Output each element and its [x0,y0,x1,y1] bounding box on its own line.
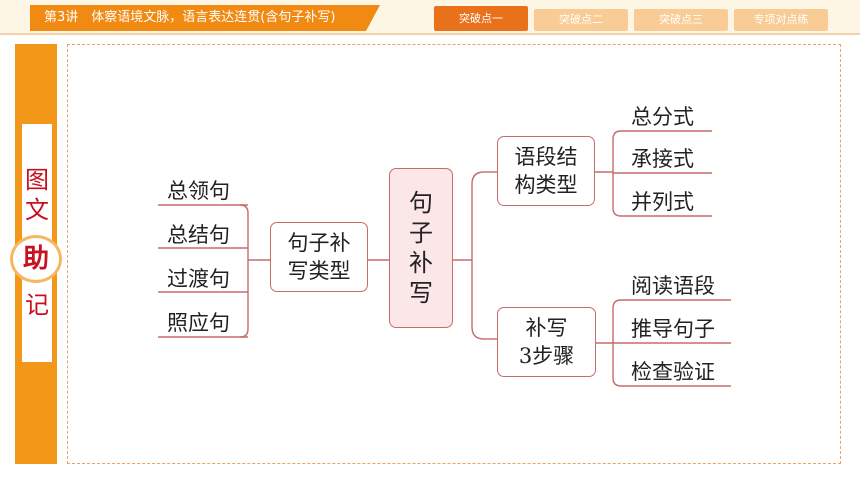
leaf-check-verify: 检查验证 [631,360,715,384]
node-line: 语段结 [514,145,578,169]
leaf-sequential: 承接式 [631,147,694,171]
tab-breakthrough-1[interactable]: 突破点一 [434,6,528,31]
tab-breakthrough-3[interactable]: 突破点三 [634,9,728,31]
side-label-badge [13,238,59,280]
node-line: 3步骤 [518,344,575,368]
side-label-char: 记 [25,291,49,319]
node-line: 构类型 [514,173,578,197]
tab-breakthrough-2[interactable]: 突破点二 [534,9,628,31]
tab-targeted-practice[interactable]: 专项对点练 [734,9,828,31]
side-label-char: 图 [25,166,49,194]
node-line: 补写 [525,316,568,340]
leaf-infer-sentence: 推导句子 [631,317,715,341]
node-line: 写类型 [287,259,351,283]
node-center-sentence-completion: 句子 补写 [389,168,453,328]
leaf-parallel: 并列式 [631,190,694,214]
leaf-transition-sentence: 过渡句 [167,267,230,291]
leaf-summary-sentence: 总结句 [167,223,230,247]
center-line: 补写 [409,249,433,307]
node-line: 句子补 [287,231,351,255]
leaf-echo-sentence: 照应句 [167,311,230,335]
node-paragraph-structure: 语段结 构类型 [497,136,595,206]
side-label-char: 文 [25,196,49,224]
content-frame [67,44,841,464]
header-divider [0,33,860,35]
center-line: 句子 [409,189,433,247]
leaf-topic-sentence: 总领句 [167,179,230,203]
lesson-title: 第3讲 体察语境文脉，语言表达连贯(含句子补写) [30,5,380,31]
leaf-general-specific: 总分式 [631,105,694,129]
leaf-read-paragraph: 阅读语段 [631,274,715,298]
node-three-steps: 补写 3步骤 [497,307,596,377]
node-sentence-types: 句子补 写类型 [270,222,368,292]
side-label-char: 助 [22,244,49,274]
